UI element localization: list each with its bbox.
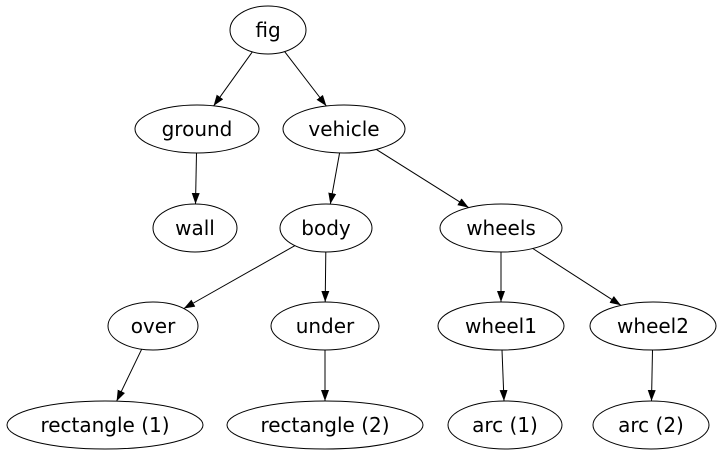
node-wheels-ellipse — [439, 203, 563, 253]
edge-wheel2-arc2 — [647, 349, 656, 402]
node-layer: fig ground vehicle wall body wheels — [6, 5, 717, 450]
edge-ground-wall — [191, 152, 200, 205]
node-body-label: body — [301, 216, 351, 240]
node-under-ellipse — [270, 301, 380, 351]
node-ground-label: ground — [162, 117, 233, 141]
node-rectangle2-label: rectangle (2) — [260, 413, 389, 437]
edge-vehicle-wheels — [376, 148, 469, 209]
node-over: over — [107, 301, 199, 351]
node-arc1: arc (1) — [447, 400, 563, 450]
node-arc1-label: arc (1) — [472, 413, 538, 437]
node-vehicle-ellipse — [282, 104, 406, 154]
node-rectangle1-ellipse — [6, 400, 204, 450]
node-fig-label: fig — [255, 18, 280, 42]
node-wheel1: wheel1 — [437, 301, 565, 351]
node-under: under — [270, 301, 380, 351]
node-rectangle2-ellipse — [226, 400, 424, 450]
node-wheel1-ellipse — [437, 301, 565, 351]
node-rectangle2: rectangle (2) — [226, 400, 424, 450]
node-wheel2: wheel2 — [589, 301, 717, 351]
node-wall-ellipse — [152, 203, 238, 253]
node-fig: fig — [229, 5, 307, 55]
node-over-ellipse — [107, 301, 199, 351]
edge-wheels-wheel2 — [532, 248, 622, 306]
node-rectangle1-label: rectangle (1) — [40, 413, 169, 437]
edge-fig-vehicle — [284, 51, 327, 107]
edge-layer — [116, 51, 656, 402]
node-ground: ground — [134, 104, 260, 154]
node-body: body — [279, 203, 373, 253]
node-arc2-ellipse — [592, 400, 710, 450]
node-wheel2-ellipse — [589, 301, 717, 351]
node-fig-ellipse — [229, 5, 307, 55]
node-arc2: arc (2) — [592, 400, 710, 450]
node-body-ellipse — [279, 203, 373, 253]
node-over-label: over — [131, 314, 176, 338]
node-wheel2-label: wheel2 — [617, 314, 689, 338]
node-wheels: wheels — [439, 203, 563, 253]
node-vehicle-label: vehicle — [308, 117, 379, 141]
edge-body-over — [183, 245, 296, 309]
node-arc2-label: arc (2) — [618, 413, 684, 437]
node-wall: wall — [152, 203, 238, 253]
node-wheel1-label: wheel1 — [465, 314, 537, 338]
node-arc1-ellipse — [447, 400, 563, 450]
node-ground-ellipse — [134, 104, 260, 154]
node-wheels-label: wheels — [466, 216, 536, 240]
edge-over-rectangle1 — [116, 348, 143, 402]
node-under-label: under — [296, 314, 355, 338]
node-vehicle: vehicle — [282, 104, 406, 154]
edge-body-under — [321, 251, 330, 303]
node-wall-label: wall — [175, 216, 215, 240]
edge-wheel1-arc1 — [499, 349, 508, 402]
edge-fig-ground — [213, 51, 253, 107]
edge-vehicle-body — [328, 152, 341, 205]
node-rectangle1: rectangle (1) — [6, 400, 204, 450]
